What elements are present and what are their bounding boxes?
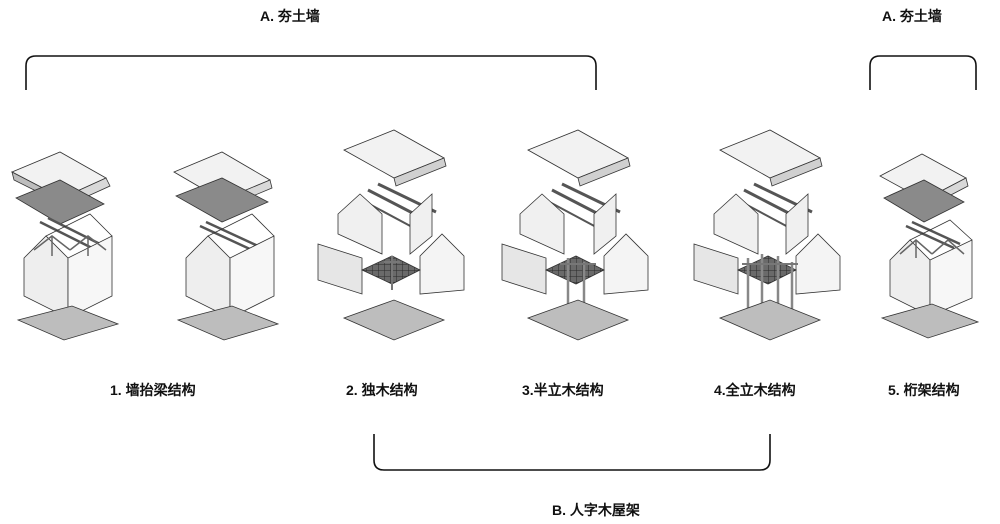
- group-b-bracket: [373, 434, 771, 471]
- model-5-full-standing-wood: [693, 129, 841, 341]
- caption-structure-5: 5. 桁架结构: [888, 382, 960, 398]
- group-b-label: B. 人字木屋架: [552, 502, 640, 518]
- caption-structure-2: 2. 独木结构: [346, 382, 418, 398]
- group-a-label-right: A. 夯土墙: [882, 8, 942, 24]
- group-a-bracket-right: [869, 55, 977, 90]
- group-a-label-left: A. 夯土墙: [260, 8, 320, 24]
- caption-structure-1: 1. 墙抬梁结构: [110, 382, 196, 398]
- model-6-truss: [879, 153, 980, 339]
- model-4-half-standing-wood: [501, 129, 649, 341]
- caption-structure-3: 3.半立木结构: [522, 382, 604, 398]
- model-2-wall-beam-alt: [173, 151, 280, 341]
- model-1-wall-beam: [11, 151, 120, 341]
- caption-structure-4: 4.全立木结构: [714, 382, 796, 398]
- model-3-single-post: [317, 129, 465, 341]
- group-a-bracket-left: [25, 55, 597, 90]
